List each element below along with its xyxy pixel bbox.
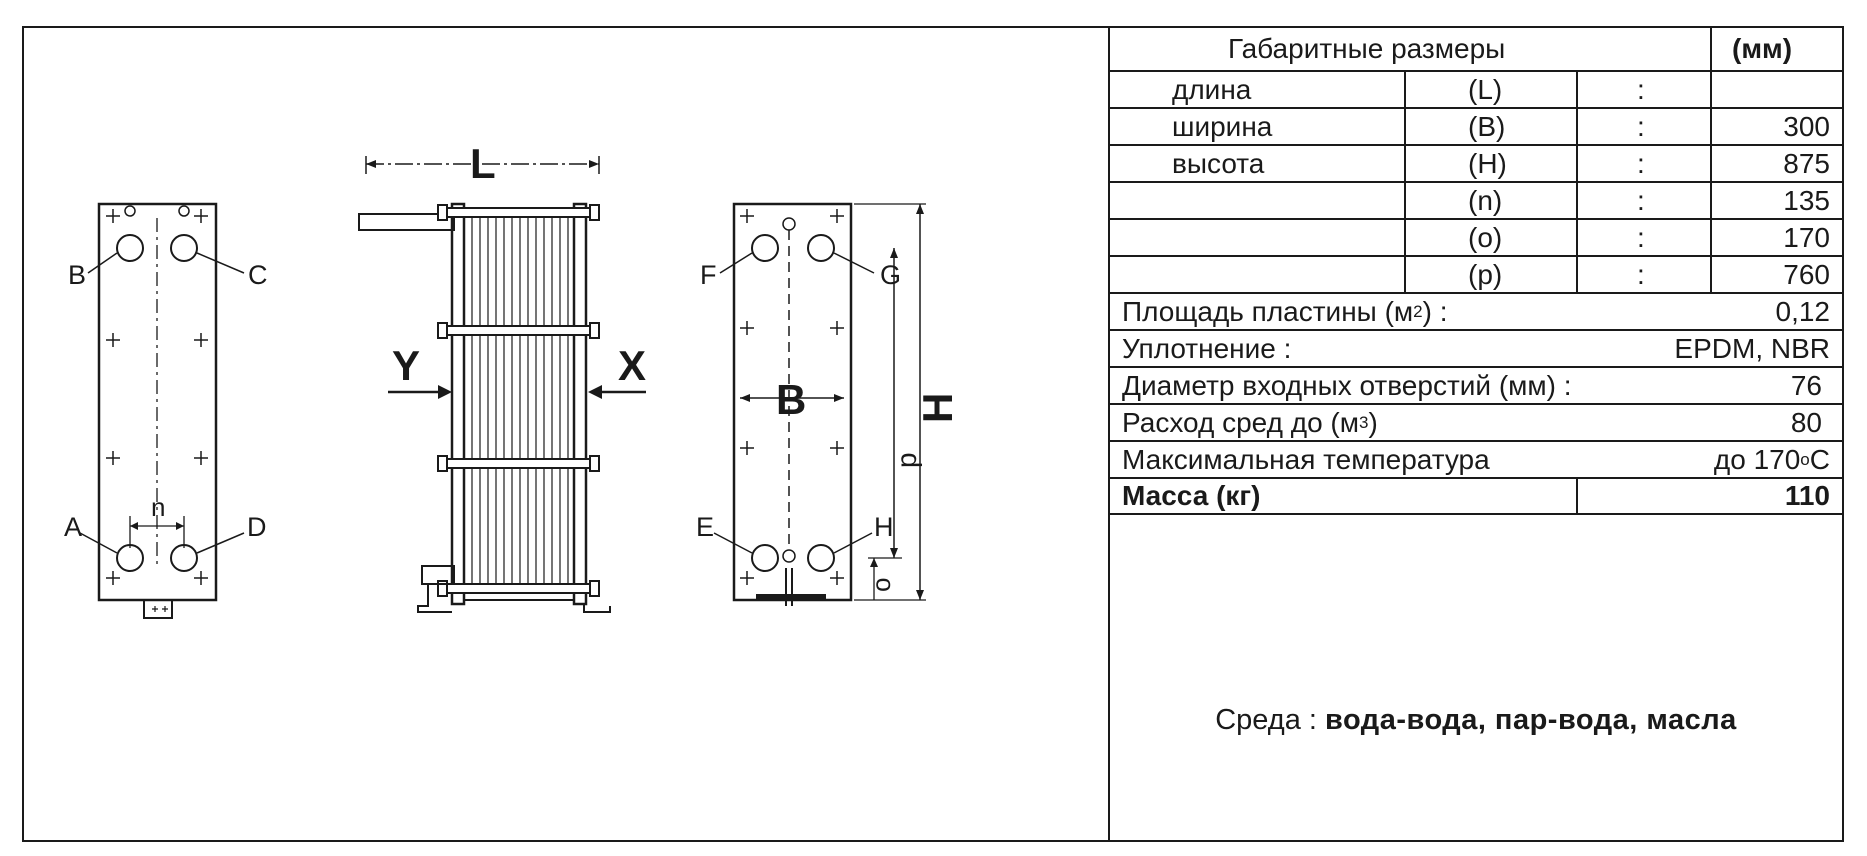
- spec-header-title: Габаритные размеры: [1228, 33, 1506, 64]
- label-f: F: [700, 260, 717, 290]
- dimension-row: высота (H) : 875: [1110, 146, 1842, 183]
- max-temp-unit: C: [1809, 443, 1830, 475]
- flow-label-end: ): [1368, 406, 1378, 438]
- dimension-symbol: (H): [1468, 147, 1507, 179]
- back-plate-view: B H p o F G E H: [696, 202, 961, 606]
- plate-area-label-end: ) :: [1422, 295, 1448, 327]
- inlet-diameter-row: Диаметр входных отверстий (мм) : 76: [1110, 368, 1842, 405]
- label-x: X: [618, 342, 646, 389]
- label-g: G: [880, 260, 901, 290]
- dimension-symbol: (o): [1468, 221, 1503, 253]
- technical-drawing: B C A D n L: [24, 28, 1108, 840]
- dimension-name: длина: [1172, 73, 1252, 105]
- port-c-circle: [170, 234, 198, 262]
- label-o: o: [866, 578, 896, 592]
- medium-value: вода-вода, пар-вода, масла: [1325, 704, 1737, 736]
- label-h-port: H: [874, 512, 894, 542]
- max-temp-label: Максимальная температура: [1122, 443, 1490, 475]
- port-h-circle: [807, 544, 835, 572]
- dimension-row: (p) : 760: [1110, 257, 1842, 294]
- gasket-row: Уплотнение : EPDM, NBR: [1110, 331, 1842, 368]
- dimension-separator: :: [1637, 73, 1645, 105]
- port-f-circle: [751, 234, 779, 262]
- medium-line: Среда : вода-вода, пар-вода, масла: [1110, 704, 1842, 737]
- inlet-diameter-label: Диаметр входных отверстий (мм) :: [1122, 369, 1572, 401]
- side-frame-view: L: [358, 140, 646, 613]
- spec-header-unit: (мм): [1732, 33, 1793, 64]
- label-n: n: [151, 492, 165, 522]
- dimension-symbol: (n): [1468, 184, 1503, 216]
- plate-area-label: Площадь пластины (м: [1122, 295, 1414, 327]
- label-y: Y: [392, 342, 420, 389]
- document-frame: [22, 26, 1844, 842]
- label-a: A: [64, 512, 82, 542]
- dimension-row: длина (L) :: [1110, 72, 1842, 109]
- inlet-diameter-value: 76: [1790, 369, 1822, 401]
- dimension-name: высота: [1172, 147, 1265, 179]
- flow-value: 80: [1790, 406, 1822, 438]
- flow-label: Расход сред до (м: [1122, 406, 1359, 438]
- plate-area-value: 0,12: [1775, 295, 1831, 327]
- label-p: p: [891, 452, 922, 468]
- dimension-symbol: (p): [1468, 258, 1503, 290]
- label-c: C: [248, 260, 268, 290]
- dimension-value: [1710, 72, 1830, 107]
- label-e: E: [696, 512, 714, 542]
- port-d-circle: [170, 544, 198, 572]
- max-temp-value: до 170: [1713, 443, 1801, 475]
- dimension-symbol: (L): [1468, 73, 1503, 105]
- dimension-separator: :: [1637, 110, 1645, 142]
- dimension-separator: :: [1637, 147, 1645, 179]
- dimension-row: (n) : 135: [1110, 183, 1842, 220]
- port-g-circle: [807, 234, 835, 262]
- spec-header-row: Габаритные размеры (мм): [1110, 28, 1842, 72]
- dimension-symbol: (B): [1468, 110, 1506, 142]
- dimension-value: 875: [1783, 147, 1830, 179]
- port-a-circle: [116, 544, 144, 572]
- front-plate-view: B C A D n: [64, 202, 268, 619]
- dimension-row: (o) : 170: [1110, 220, 1842, 257]
- label-l: L: [470, 140, 496, 187]
- dimension-separator: :: [1637, 184, 1645, 216]
- port-e-circle: [751, 544, 779, 572]
- port-b-circle: [116, 234, 144, 262]
- dimension-separator: :: [1637, 221, 1645, 253]
- dimension-value: 135: [1783, 184, 1830, 216]
- label-d: D: [247, 512, 267, 542]
- dimension-value: 760: [1783, 258, 1830, 290]
- label-h-dimension: H: [914, 393, 961, 423]
- mass-value: 110: [1784, 480, 1830, 511]
- dimension-value: 170: [1783, 221, 1830, 253]
- label-b: B: [68, 260, 86, 290]
- panel-divider: [1108, 26, 1110, 842]
- gasket-label: Уплотнение :: [1122, 332, 1292, 364]
- dimension-row: ширина (B) : 300: [1110, 109, 1842, 146]
- medium-label: Среда :: [1215, 704, 1317, 736]
- spec-table: Габаритные размеры (мм) длина (L) : шири…: [1110, 28, 1842, 840]
- dimension-separator: :: [1637, 258, 1645, 290]
- gasket-value: EPDM, NBR: [1674, 332, 1830, 364]
- dimension-name: ширина: [1172, 110, 1273, 142]
- mass-row: Масса (кг) 110: [1110, 479, 1842, 515]
- dimension-value: 300: [1783, 110, 1830, 142]
- label-b-dimension: B: [776, 376, 806, 423]
- mass-label: Масса (кг): [1122, 480, 1261, 511]
